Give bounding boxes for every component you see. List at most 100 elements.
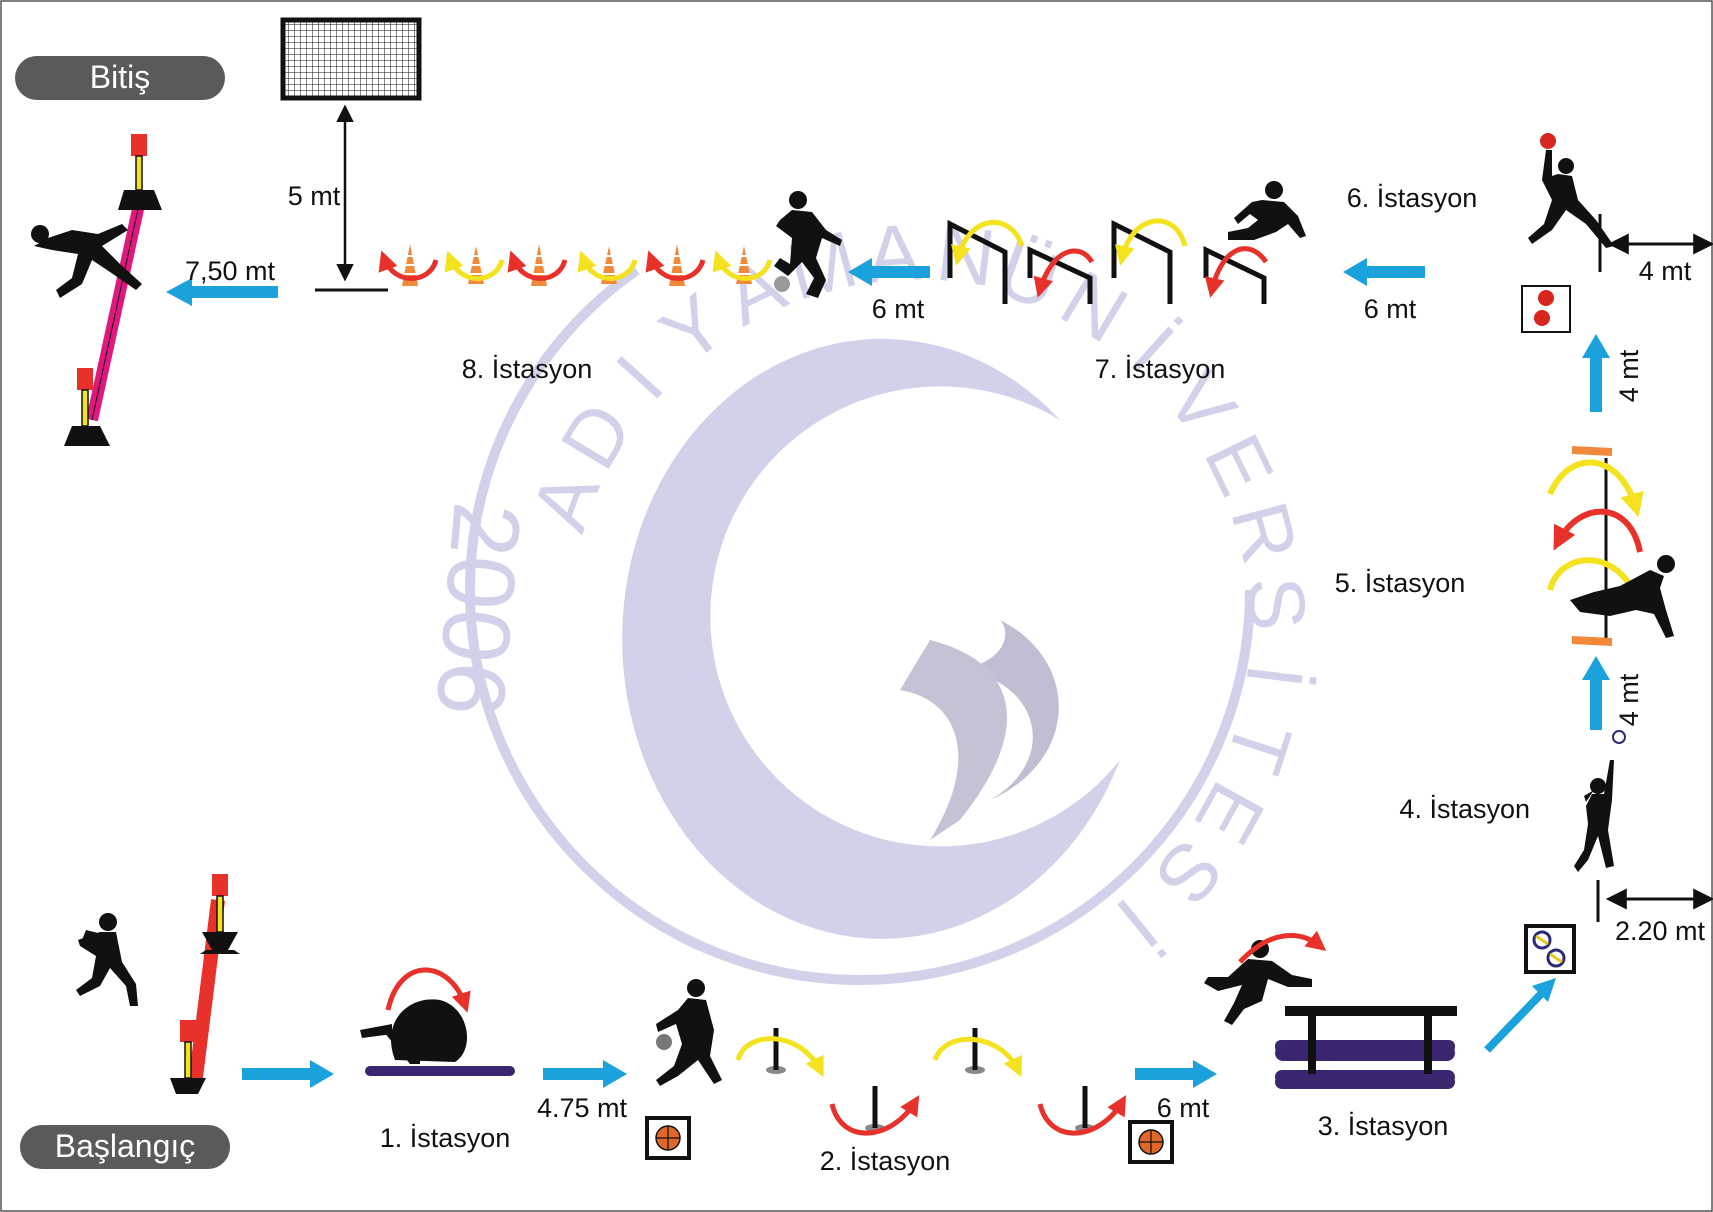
volleyball-icon <box>1612 730 1626 744</box>
distance-7-50: 7,50 mt <box>185 256 276 286</box>
pole-stem <box>216 895 224 933</box>
station-2-label: 2. İstasyon <box>820 1145 951 1176</box>
station-8-cone-slalom <box>378 244 773 286</box>
start-slalom-poles <box>170 874 240 1094</box>
station-3-label: 3. İstasyon <box>1318 1110 1449 1141</box>
start-diagonal-bar <box>188 899 225 1086</box>
slalom-arrow-red <box>507 250 568 281</box>
runner-silhouette-finish <box>31 224 142 298</box>
cone-marker <box>1572 636 1612 646</box>
slalom-post <box>766 1028 786 1074</box>
distance-4-lower: 4 mt <box>1614 673 1644 726</box>
pole-base <box>170 1078 206 1094</box>
jump-arrow-red <box>1238 930 1327 964</box>
gym-mat <box>365 1066 515 1076</box>
distance-6-top-mid: 6 mt <box>872 294 925 324</box>
start-label: Başlangıç <box>55 1128 196 1164</box>
hurdle <box>1111 219 1173 304</box>
watermark-year: 2006 <box>415 498 540 720</box>
slalom-arrow-yellow <box>444 250 505 281</box>
station-7-hurdles <box>947 181 1306 304</box>
finish-label-pill: Bitiş <box>15 56 225 100</box>
station-7-label: 7. İstasyon <box>1095 353 1226 384</box>
station-5-label: 5. İstasyon <box>1335 567 1466 598</box>
distance-4-right: 4 mt <box>1639 256 1692 286</box>
distance-6-top-right: 6 mt <box>1364 294 1417 324</box>
station-2-slalom <box>735 1028 1127 1136</box>
pole-stem <box>184 1041 192 1079</box>
pole-stem <box>135 155 143 191</box>
handball-box <box>1521 285 1571 333</box>
blue-arrowhead <box>166 278 192 306</box>
slalom-arrow-red <box>645 250 706 281</box>
pole-base <box>118 190 162 210</box>
station-8-label: 8. İstasyon <box>462 353 593 384</box>
blue-arrowhead <box>310 1060 334 1088</box>
pole-base <box>200 932 240 954</box>
finish-label: Bitiş <box>90 59 150 95</box>
distance-6-bottom: 6 mt <box>1157 1093 1210 1123</box>
pole-flag <box>180 1020 196 1042</box>
pole-flag <box>212 874 228 896</box>
pole-flag <box>77 368 93 390</box>
station-1-forward-roll <box>360 967 515 1076</box>
footballer-silhouette <box>774 191 842 298</box>
slalom-post <box>965 1028 985 1074</box>
blue-arrowhead <box>1193 1060 1217 1088</box>
slalom-arrow-red <box>378 250 439 281</box>
slalom-arrow-yellow <box>712 250 773 281</box>
roll-arrow-red <box>385 967 471 1013</box>
dribbler-silhouette <box>656 979 722 1086</box>
handball-icon <box>1538 290 1554 306</box>
pole-stem <box>81 389 89 427</box>
thrower-silhouette <box>1528 150 1614 248</box>
station-1-label: 1. İstasyon <box>380 1122 511 1153</box>
watermark-emblem-b <box>900 640 1008 840</box>
watermark-ring <box>465 195 1255 985</box>
start-pill-bg <box>20 1125 230 1169</box>
runner-silhouette-start <box>76 913 138 1006</box>
watermark-letter: S <box>1230 574 1323 633</box>
distance-2-20: 2.20 mt <box>1615 916 1706 946</box>
pole-flag <box>131 134 147 156</box>
blue-arrowhead <box>1582 334 1610 358</box>
start-label-pill: Başlangıç <box>20 1125 230 1169</box>
hurdle <box>1027 246 1093 304</box>
hurdle <box>1203 246 1267 304</box>
station-3-bench-jump <box>1204 930 1457 1089</box>
distance-4-upper: 4 mt <box>1614 349 1644 402</box>
station-6-label: 6. İstasyon <box>1347 182 1478 213</box>
hurdler-silhouette <box>1228 181 1306 240</box>
volleyball-player-silhouette <box>1574 760 1614 872</box>
finish-pill-bg <box>15 56 225 100</box>
goal-net-icon <box>280 17 422 101</box>
handball-icon <box>1540 133 1556 149</box>
basketball-box-2 <box>1128 1120 1174 1164</box>
finish-poles <box>64 134 162 446</box>
football-ball <box>774 276 790 292</box>
distance-4-75: 4.75 mt <box>537 1093 628 1123</box>
blue-arrowhead <box>1582 656 1610 680</box>
handball-icon <box>1534 310 1550 326</box>
watermark-emblem <box>960 620 1059 800</box>
blue-arrow-diagonal <box>1484 990 1545 1053</box>
cone-marker <box>1572 446 1612 456</box>
diver-silhouette <box>1570 555 1675 638</box>
blue-arrowhead <box>848 258 872 286</box>
slalom-arrow-yellow <box>577 250 638 281</box>
blue-arrowhead <box>1532 978 1556 1002</box>
bench-top <box>1285 1006 1457 1016</box>
ball-dot <box>656 1034 672 1050</box>
blue-arrowhead <box>1343 258 1367 286</box>
blue-arrowhead <box>603 1060 627 1088</box>
station-4-label: 4. İstasyon <box>1399 793 1530 824</box>
watermark-letter: A <box>864 207 924 300</box>
hurdle <box>947 219 1008 304</box>
distance-5: 5 mt <box>288 181 341 211</box>
basketball-box-1 <box>645 1116 691 1160</box>
watermark-crescent <box>622 338 1120 939</box>
volleyball-box <box>1524 924 1576 974</box>
pole-base <box>64 426 110 446</box>
station-5-rope-jump <box>1547 446 1675 646</box>
